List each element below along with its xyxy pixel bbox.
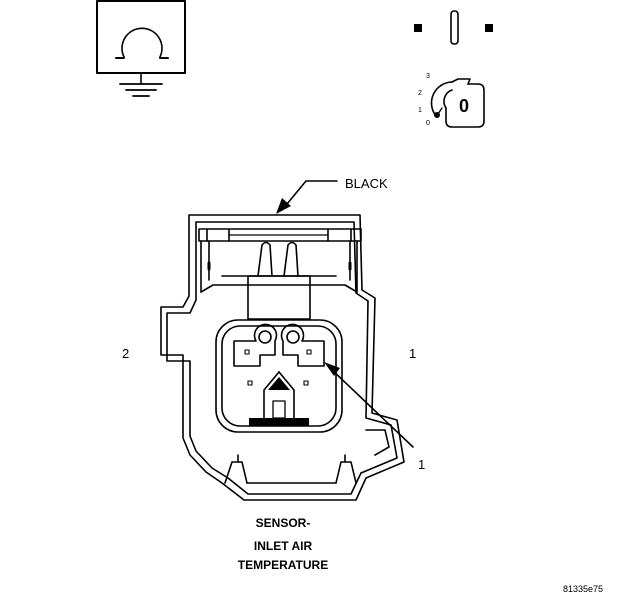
ignition-key-center-label: 0 <box>459 96 469 116</box>
ignition-position-1: 1 <box>418 107 422 114</box>
caption-line-1: SENSOR- <box>255 516 311 530</box>
caption-line-2: INLET AIR <box>253 539 313 553</box>
black-label-leader <box>276 180 338 214</box>
ignition-position-3: 3 <box>426 73 430 80</box>
ignition-key-off-icon <box>430 78 485 128</box>
figure-id: 81335e75 <box>563 584 604 594</box>
ground-symbol-icon <box>96 0 186 97</box>
connector-face <box>160 214 405 501</box>
pin-1-callout-label: 1 <box>418 457 426 472</box>
disconnect-connector-icon <box>414 10 493 45</box>
caption-line-3: TEMPERATURE <box>237 558 329 572</box>
pin-1-side-label: 1 <box>409 346 417 361</box>
ignition-position-0: 0 <box>426 120 430 127</box>
ignition-position-2: 2 <box>418 90 422 97</box>
pin-1-callout-leader <box>324 362 414 448</box>
pin-2-side-label: 2 <box>122 346 130 361</box>
connector-color-label: BLACK <box>345 176 388 191</box>
